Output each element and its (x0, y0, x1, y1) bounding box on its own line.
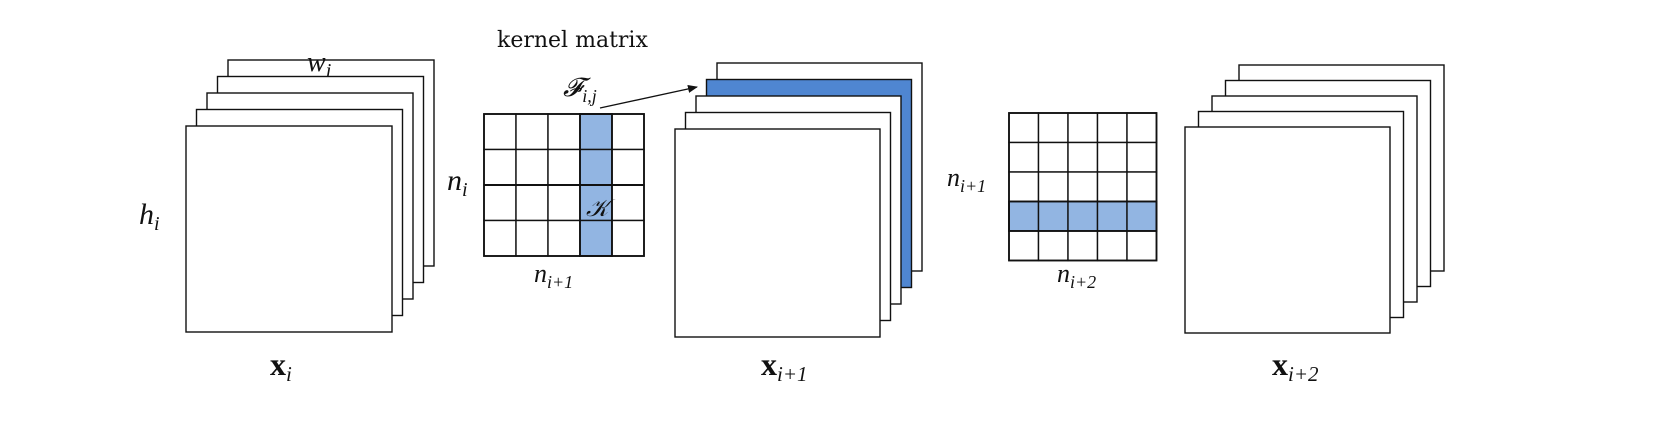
kernel-cell (1096, 230, 1128, 262)
kernel-cell (515, 113, 549, 151)
label-w-i: wi (307, 47, 331, 82)
label-x-i2: xi+2 (1272, 346, 1319, 386)
kernel-cell (1037, 171, 1069, 203)
kernel-cell-highlighted (1126, 200, 1158, 232)
feature-map-stack-xi1 (674, 62, 923, 338)
kernel-cell (611, 148, 645, 186)
kernel-cell (1008, 141, 1040, 173)
filter-arrow (599, 84, 698, 109)
kernel-highlight-border (579, 113, 613, 257)
kernel-cell (483, 219, 517, 257)
kernel-cell-highlighted (579, 113, 613, 151)
kernel-cell (547, 219, 581, 257)
feature-map-sheet (185, 125, 393, 333)
kernel-matrix-1 (483, 113, 645, 257)
kernel-cell-highlighted (579, 219, 613, 257)
kernel-cell (483, 184, 517, 222)
kernel-cell (1037, 141, 1069, 173)
label-n-i1-right: ni+1 (947, 163, 986, 196)
feature-map-sheet (674, 128, 881, 338)
kernel-cell (1067, 230, 1099, 262)
label-h-i: hi (139, 198, 160, 235)
kernel-cell (1096, 171, 1128, 203)
feature-map-sheet (1184, 126, 1391, 334)
kernel-cell (1126, 230, 1158, 262)
kernel-cell (515, 219, 549, 257)
label-n-i2: ni+2 (1057, 259, 1096, 292)
kernel-cell (1096, 141, 1128, 173)
kernel-cell-highlighted (1096, 200, 1128, 232)
kernel-cell (611, 184, 645, 222)
kernel-cell (611, 219, 645, 257)
kernel-cell-highlighted (1067, 200, 1099, 232)
kernel-matrix-2 (1008, 112, 1158, 262)
kernel-cell (1126, 112, 1158, 144)
label-n-i: ni (447, 164, 468, 201)
label-x-i: xi (270, 346, 292, 386)
kernel-cell (547, 148, 581, 186)
kernel-cell (1126, 171, 1158, 203)
kernel-cell (547, 184, 581, 222)
kernel-cell (483, 148, 517, 186)
kernel-cell (1037, 112, 1069, 144)
kernel-cell (515, 148, 549, 186)
kernel-cell-highlighted (1037, 200, 1069, 232)
kernel-cell (483, 113, 517, 151)
kernel-cell (547, 113, 581, 151)
feature-map-stack-xi2 (1184, 64, 1445, 334)
label-f-ij: 𝓕i,j (563, 73, 597, 106)
kernel-cell (1037, 230, 1069, 262)
kernel-frame (1008, 112, 1158, 262)
kernel-cell (1096, 112, 1128, 144)
feature-map-stack-xi (185, 59, 435, 333)
kernel-cell (1067, 112, 1099, 144)
kernel-highlight-border (1008, 200, 1158, 232)
kernel-cell (1008, 171, 1040, 203)
kernel-cell-highlighted (1008, 200, 1040, 232)
kernel-cell (1008, 112, 1040, 144)
kernel-cell (1067, 141, 1099, 173)
kernel-cell (515, 184, 549, 222)
kernel-cell (1126, 141, 1158, 173)
kernel-cell (1067, 171, 1099, 203)
label-n-i1-bottom: ni+1 (534, 259, 573, 292)
kernel-cell-highlighted (579, 148, 613, 186)
kernel-cell (611, 113, 645, 151)
label-x-i1: xi+1 (761, 346, 808, 386)
kernel-matrix-title: kernel matrix (497, 28, 648, 53)
kernel-cell (1008, 230, 1040, 262)
